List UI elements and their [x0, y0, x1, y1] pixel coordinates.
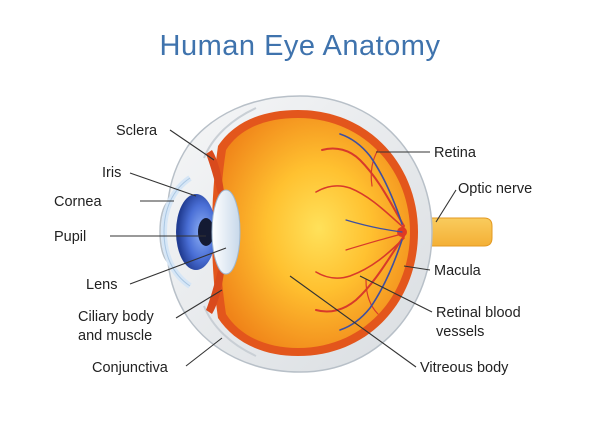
label-vessels-line2: vessels: [436, 324, 484, 340]
diagram-title: Human Eye Anatomy: [159, 30, 441, 62]
label-ciliary-line1: Ciliary body: [78, 309, 154, 325]
label-iris: Iris: [102, 165, 121, 181]
label-vessels-line1: Retinal blood: [436, 305, 521, 321]
pupil-shape: [198, 218, 214, 246]
label-vitreous: Vitreous body: [420, 360, 509, 376]
label-lens: Lens: [86, 277, 117, 293]
label-retina: Retina: [434, 145, 477, 161]
label-pupil: Pupil: [54, 229, 86, 245]
leader-lines: [110, 129, 457, 368]
retinal-vessels: [315, 133, 405, 331]
label-ciliary-line2: and muscle: [78, 328, 152, 344]
label-macula: Macula: [434, 263, 482, 279]
label-conjunctiva: Conjunctiva: [92, 360, 169, 376]
label-sclera: Sclera: [116, 123, 158, 139]
conjunctiva-line: [203, 305, 257, 357]
vitreous-body-shape: [220, 118, 410, 348]
label-cornea: Cornea: [54, 194, 102, 210]
label-optic-nerve: Optic nerve: [458, 181, 532, 197]
ciliary-body-shape: [206, 150, 224, 194]
iris-shape: [176, 194, 216, 270]
lens-shape: [211, 189, 241, 275]
